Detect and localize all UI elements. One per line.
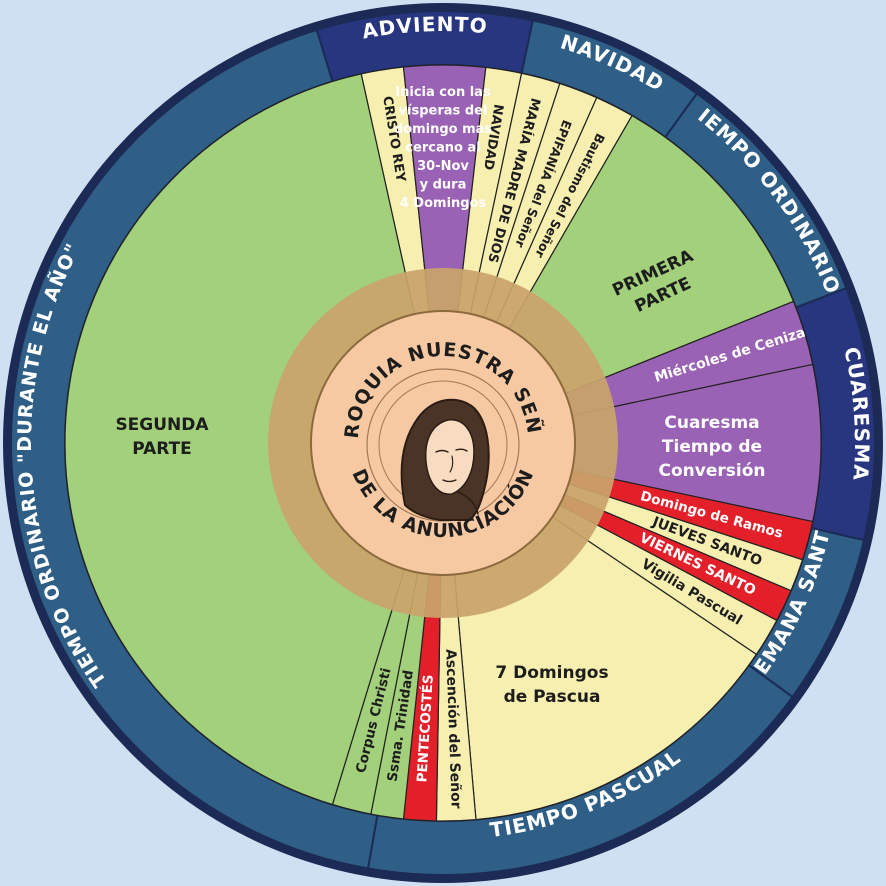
label-line: SEGUNDA xyxy=(115,415,209,435)
label-line: domingo mas xyxy=(394,122,493,137)
label-adviento: Inicia con las vísperas del domingo mas cer… xyxy=(394,85,493,211)
label-line: Tiempo de xyxy=(662,437,762,457)
label-line: 7 Domingos xyxy=(495,663,608,683)
virgin-mary-icon xyxy=(400,398,490,521)
label-line: y dura xyxy=(420,178,467,193)
label-line: vísperas del xyxy=(399,104,488,119)
label-line: de Pascua xyxy=(504,687,601,707)
label-line: cercano al xyxy=(405,141,480,156)
label-line: Cuaresma xyxy=(664,413,759,433)
label-pentecostes: PENTECOSTÉS xyxy=(413,674,437,783)
label-ascension: Ascención del Señor xyxy=(442,649,464,809)
label-line: 4 Domingos xyxy=(400,196,487,211)
label-segunda-parte: SEGUNDA PARTE xyxy=(115,415,209,459)
label-pascua: 7 Domingos de Pascua xyxy=(495,663,608,707)
label-line: Inicia con las xyxy=(395,85,491,100)
label-line: 30-Nov xyxy=(417,159,469,174)
label-line: Conversión xyxy=(659,461,766,481)
label-line: PARTE xyxy=(132,439,192,459)
